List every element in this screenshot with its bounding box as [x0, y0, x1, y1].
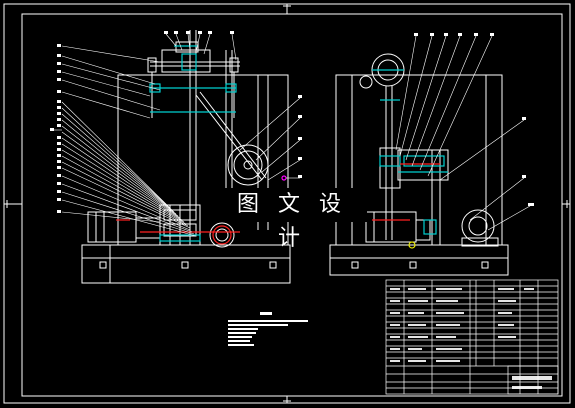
title-block: [385, 279, 559, 395]
technical-notes: [228, 312, 308, 346]
centering-marks: [4, 4, 570, 403]
front-view-label-marks: [50, 31, 302, 213]
front-view-accents: [116, 45, 287, 245]
side-view-leaders: [395, 35, 531, 231]
front-view-leaders: [52, 33, 301, 237]
watermark-text: 图 文 设 计: [217, 188, 367, 251]
side-view-label-marks: [414, 33, 534, 206]
side-view-accents: [372, 69, 448, 249]
title-block-text-marks: [390, 288, 552, 389]
front-view: [81, 30, 291, 284]
inner-frame: [21, 13, 563, 397]
